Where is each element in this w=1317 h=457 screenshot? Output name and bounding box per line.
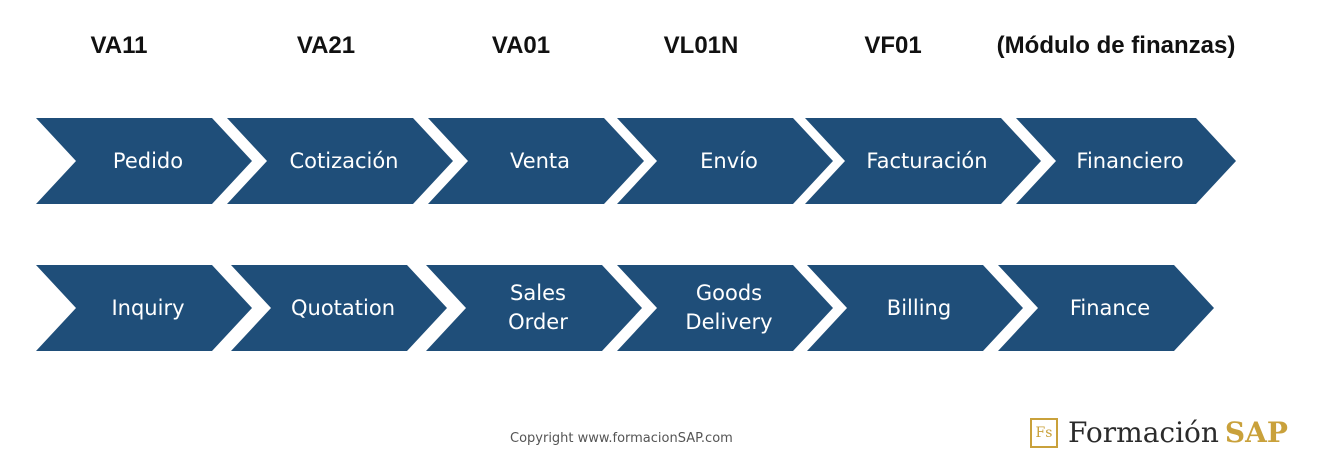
- chevron-label: Quotation: [290, 295, 395, 320]
- brand-logo: Fs Formación SAP: [1030, 416, 1288, 449]
- english-process-row: Inquiry Quotation Sales Order Goods Deli…: [0, 265, 1317, 351]
- chevron-label: Pedido: [112, 148, 184, 173]
- chevron-label: Inquiry: [111, 295, 185, 320]
- spanish-process-row: Pedido Cotización Venta Envío Facturació…: [0, 118, 1317, 204]
- chevron-label: Facturación: [866, 148, 988, 173]
- chevron-shape: [36, 265, 252, 351]
- chevron-venta: Venta: [428, 118, 644, 204]
- chevron-quotation: Quotation: [231, 265, 447, 351]
- chevron-shape: [617, 265, 833, 351]
- chevron-inquiry: Inquiry: [36, 265, 252, 351]
- brand-box-icon: Fs: [1030, 417, 1058, 448]
- chevron-billing: Billing: [807, 265, 1023, 351]
- chevron-sales-order: Sales Order: [426, 265, 642, 351]
- chevron-label: Finance: [1069, 295, 1151, 320]
- chevron-shape: [227, 118, 453, 204]
- chevron-shape: [805, 118, 1041, 204]
- code-label-1: VA11: [90, 32, 148, 59]
- code-label-4: VL01N: [663, 32, 739, 59]
- chevron-shape: [428, 118, 644, 204]
- chevron-shape: [617, 118, 833, 204]
- chevron-shape: [426, 265, 642, 351]
- chevron-label: Goods Delivery: [685, 281, 773, 334]
- chevron-shape: [231, 265, 447, 351]
- chevron-finance: Finance: [998, 265, 1214, 351]
- chevron-label: Billing: [886, 295, 952, 320]
- chevron-label: Venta: [509, 148, 571, 173]
- copyright-text: Copyright www.formacionSAP.com: [510, 431, 733, 446]
- chevron-goods-delivery: Goods Delivery: [617, 265, 833, 351]
- chevron-shape: [1016, 118, 1236, 204]
- code-label-6: (Módulo de finanzas): [996, 32, 1236, 59]
- chevron-cotizacion: Cotización: [227, 118, 453, 204]
- code-label-5: VF01: [864, 32, 922, 59]
- chevron-label: Financiero: [1076, 148, 1184, 173]
- code-label-3: VA01: [491, 32, 551, 59]
- chevron-label: Envío: [700, 148, 758, 173]
- code-label-2: VA21: [296, 32, 356, 59]
- chevron-shape: [807, 265, 1023, 351]
- chevron-financiero: Financiero: [1016, 118, 1236, 204]
- chevron-shape: [998, 265, 1214, 351]
- chevron-facturacion: Facturación: [805, 118, 1041, 204]
- brand-word: Formación: [1068, 416, 1219, 449]
- chevron-label: Sales Order: [508, 281, 568, 334]
- chevron-envio: Envío: [617, 118, 833, 204]
- chevron-pedido: Pedido: [36, 118, 252, 204]
- chevron-label: Cotización: [289, 148, 399, 173]
- chevron-shape: [36, 118, 252, 204]
- brand-accent: SAP: [1224, 416, 1288, 449]
